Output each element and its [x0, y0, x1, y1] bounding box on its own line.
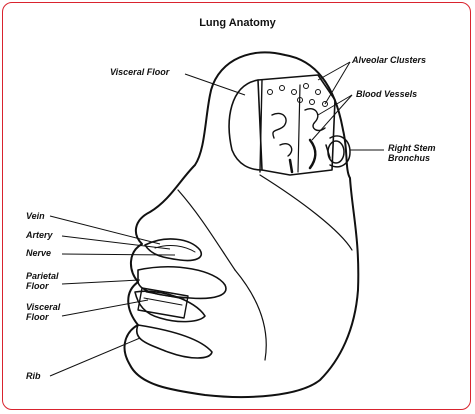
label-rib: Rib [26, 371, 41, 381]
label-bronchus: Bronchus [388, 153, 430, 163]
lung-outline [125, 52, 359, 397]
rib-lower [137, 325, 212, 358]
label-visceral-floor-bottom: Floor [26, 312, 49, 322]
label-artery: Artery [26, 230, 53, 240]
label-parietal: Parietal [26, 271, 59, 281]
rib-band-upper [138, 267, 226, 299]
fissure-line-2 [235, 270, 266, 360]
label-visceral-floor-top: Visceral Floor [110, 67, 169, 77]
alveolar-clusters [268, 84, 328, 107]
label-right-stem: Right Stem [388, 143, 436, 153]
label-visceral: Visceral [26, 302, 60, 312]
label-alveolar-clusters: Alveolar Clusters [352, 55, 426, 65]
label-vein: Vein [26, 211, 45, 221]
label-nerve: Nerve [26, 248, 51, 258]
label-blood-vessels: Blood Vessels [356, 89, 417, 99]
fissure-line [178, 190, 235, 270]
lobe-curve [260, 175, 352, 250]
visceral-floor-region [229, 80, 262, 170]
label-parietal-floor: Floor [26, 281, 49, 291]
